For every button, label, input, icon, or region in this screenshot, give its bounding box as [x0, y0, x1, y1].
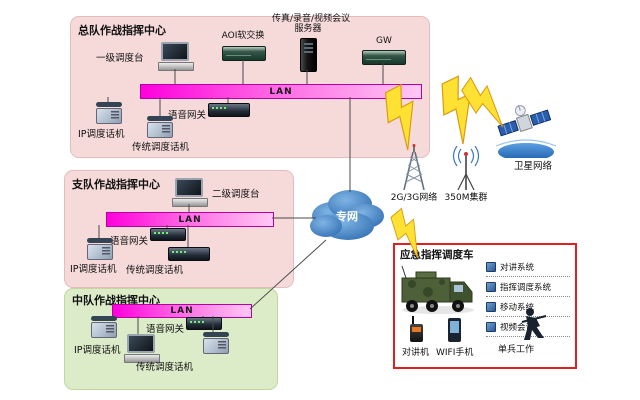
system-label: 移动系统 [500, 302, 535, 313]
squadron-title: 中队作战指挥中心 [72, 294, 160, 307]
intercom-system-icon [486, 261, 496, 272]
walkie-body [410, 324, 423, 342]
cloud-label: 专网 [336, 210, 358, 223]
hq-lan-label: LAN [269, 86, 293, 97]
video-conference-icon [486, 321, 496, 332]
list-item: 对讲系统 [486, 257, 570, 277]
list-item: 移动系统 [486, 297, 570, 317]
squadron-lan-bar: LAN [112, 304, 252, 318]
squadron-console-icon [124, 334, 160, 363]
system-label: 视频会议 [500, 322, 535, 333]
trunking-network-label: 350M集群 [444, 193, 488, 203]
detachment-voice-gateway-icon [150, 228, 186, 241]
soldier-label: 单兵工作 [498, 345, 535, 355]
cellular-network-label: 2G/3G网络 [390, 193, 438, 203]
detachment-traditional-switch-icon [168, 247, 210, 261]
console-base [124, 354, 160, 363]
aoi-softswitch-icon [222, 46, 266, 61]
hq-gw-label: GW [376, 36, 392, 46]
lightning-to-satellite [455, 74, 518, 131]
phone-handset [96, 102, 122, 107]
phone-handset [91, 316, 117, 321]
lightning-to-trunking [430, 74, 490, 147]
walkie-antenna [412, 316, 414, 324]
phone-body [87, 244, 113, 260]
squadron-traditional-phone-icon [202, 332, 230, 354]
wifi-phone-icon [448, 318, 461, 342]
satellite-icon [495, 104, 556, 158]
squadron-voice-gateway-label: 语音网关 [146, 324, 185, 335]
hq-ip-phone-icon [95, 102, 123, 124]
console-screen [127, 334, 155, 353]
dispatch-system-icon [486, 281, 496, 292]
squadron-ip-phone-label: IP调度话机 [74, 345, 121, 356]
hq-traditional-phone-icon [146, 116, 174, 138]
detachment-title: 支队作战指挥中心 [72, 178, 160, 191]
fax-media-server-icon [300, 38, 317, 72]
phone-body [91, 322, 117, 338]
phone-handset [147, 116, 173, 121]
detachment-lan-label: LAN [178, 214, 202, 225]
squadron-traditional-phone-label: 传统调度话机 [136, 362, 194, 373]
phone-body [96, 108, 122, 124]
list-item: 视频会议 [486, 317, 570, 337]
detachment-console-label: 二级调度台 [212, 189, 260, 200]
detachment-lan-bar: LAN [106, 212, 274, 227]
fax-label-line2: 服务器 [294, 24, 322, 34]
phone-body [203, 338, 229, 354]
console-screen [175, 178, 203, 197]
mobile-system-icon [486, 301, 496, 312]
satellite-network-label: 卫星网络 [514, 161, 553, 172]
hq-fax-server-label: 传真/录音/视频会议 服务器 [272, 14, 351, 34]
fax-label-line1: 传真/录音/视频会议 [272, 14, 351, 24]
trunking-antenna-icon [452, 146, 480, 190]
vehicle-title: 应急指挥调度车 [400, 249, 474, 261]
detachment-traditional-phone-label: 传统调度话机 [126, 265, 184, 276]
squadron-voice-gateway-icon [186, 317, 222, 330]
console-base [172, 198, 208, 207]
phone-handset [87, 238, 113, 243]
hq-voice-gateway-icon [208, 103, 250, 117]
squadron-ip-phone-icon [90, 316, 118, 338]
system-label: 指挥调度系统 [500, 282, 552, 293]
squadron-lan-label: LAN [170, 306, 194, 316]
phone-body [147, 122, 173, 138]
hq-voice-gateway-label: 语音网关 [168, 110, 207, 121]
detachment-voice-gateway-label: 语音网关 [110, 236, 149, 247]
walkie-talkie-label: 对讲机 [402, 348, 430, 358]
dispatch-console-icon [158, 42, 194, 71]
hq-traditional-phone-label: 传统调度话机 [132, 142, 190, 153]
detachment-ip-phone-label: IP调度话机 [70, 264, 117, 275]
hq-aoi-label: AOI软交换 [221, 31, 265, 41]
system-label: 对讲系统 [500, 262, 535, 273]
detachment-ip-phone-icon [86, 238, 114, 260]
phone-handset [203, 332, 229, 337]
gw-icon [362, 50, 406, 65]
hq-ip-phone-label: IP调度话机 [78, 129, 125, 140]
console-screen [161, 42, 189, 61]
hq-title: 总队作战指挥中心 [78, 24, 166, 37]
console-base [158, 62, 194, 71]
hq-console-label: 一级调度台 [96, 53, 144, 64]
vehicle-systems-list: 对讲系统 指挥调度系统 移动系统 视频会议 [486, 257, 570, 337]
walkie-talkie-icon [410, 316, 423, 342]
wifi-phone-label: WIFI手机 [436, 348, 474, 358]
dispatch-console-icon [172, 178, 208, 207]
hq-lan-bar: LAN [140, 84, 422, 99]
list-item: 指挥调度系统 [486, 277, 570, 297]
